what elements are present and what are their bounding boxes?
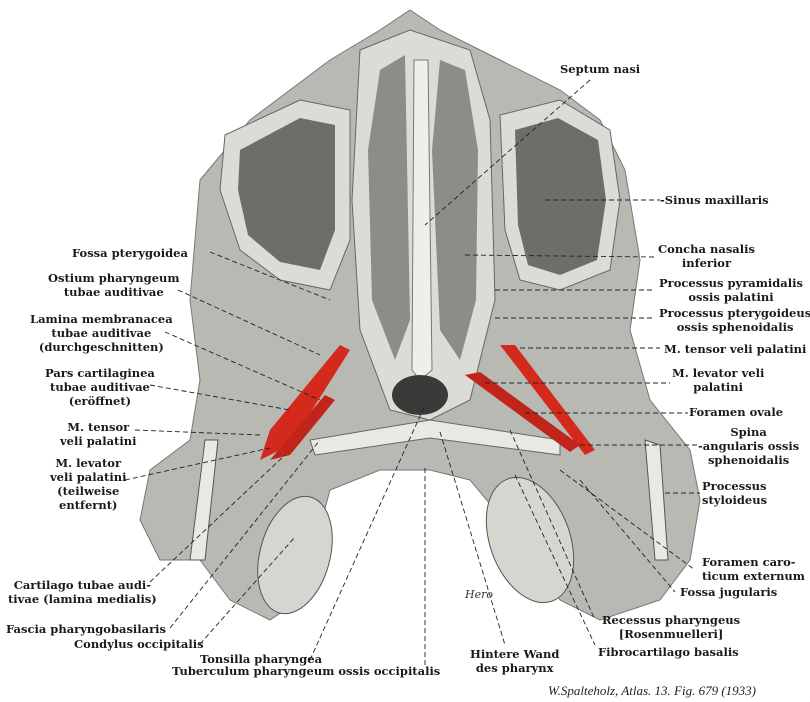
label-line: ossis palatini <box>688 290 774 304</box>
label-fascia-pharyngobasilaris: Fascia pharyngobasilaris <box>6 622 166 636</box>
label-line: M. levator <box>55 456 122 470</box>
label-line: inferior <box>681 256 732 270</box>
artist-signature: Hero <box>465 588 493 601</box>
label-cartilago-tubae: Cartilago tubae audi-tivae (lamina media… <box>8 578 157 606</box>
label-line: ossis sphenoidalis <box>676 320 794 334</box>
septum <box>411 59 433 381</box>
label-foramen-ovale: Foramen ovale <box>689 405 783 419</box>
label-line: Foramen ovale <box>689 405 784 419</box>
label-line: Fascia pharyngobasilaris <box>6 622 167 636</box>
label-line: Processus pyramidalis <box>659 276 803 290</box>
label-line: [Rosenmuelleri] <box>618 627 724 641</box>
label-line: (durchgeschnitten) <box>38 340 164 354</box>
figure-caption: W.Spalteholz, Atlas. 13. Fig. 679 (1933) <box>548 683 756 698</box>
label-line: M. levator veli <box>672 366 765 380</box>
label-line: Lamina membranacea <box>30 312 173 326</box>
label-line: Ostium pharyngeum <box>48 271 180 285</box>
label-line: Condylus occipitalis <box>74 637 204 651</box>
label-line: Processus pterygoideus <box>659 306 810 320</box>
label-foramen-caroticum: Foramen caro-ticum externum <box>702 555 805 583</box>
label-line: tivae (lamina medialis) <box>8 592 157 606</box>
label-line: -angularis ossis <box>698 439 800 453</box>
label-line: styloideus <box>702 493 768 507</box>
label-line: Hintere Wand <box>470 647 560 661</box>
label-line: Recessus pharyngeus <box>602 613 741 627</box>
label-fossa-jugularis: Fossa jugularis <box>680 585 777 599</box>
label-condylus-occipitalis: Condylus occipitalis <box>74 637 204 651</box>
foramen-magnum <box>340 545 520 640</box>
label-line: veli palatini <box>50 470 127 484</box>
label-line: tubae auditivae <box>50 380 150 394</box>
leader-lines <box>124 79 700 665</box>
label-line: Cartilago tubae audi- <box>13 578 152 592</box>
label-line: entfernt) <box>59 498 118 512</box>
label-tonsilla-pharyngea: Tonsilla pharyngea <box>200 652 322 666</box>
label-line: Tuberculum pharyngeum ossis occipitalis <box>172 664 441 678</box>
label-line: M. tensor <box>67 420 130 434</box>
label-line: palatini <box>693 380 744 394</box>
label-line: -Sinus maxillaris <box>660 193 769 207</box>
label-line: tubae auditivae <box>63 285 164 299</box>
label-line: tubae auditivae <box>51 326 152 340</box>
muscle-right-2 <box>465 372 580 452</box>
muscle-left-2 <box>270 395 335 460</box>
label-line: veli palatini <box>60 434 137 448</box>
label-tuberculum-pharyngeum: Tuberculum pharyngeum ossis occipitalis <box>172 664 440 678</box>
label-line: Foramen caro- <box>702 555 796 569</box>
sinus-left-cavity <box>238 118 335 270</box>
label-line: (teilweise <box>57 484 120 498</box>
label-line: Septum nasi <box>560 62 641 76</box>
label-sinus-maxillaris: -Sinus maxillaris <box>660 193 769 207</box>
label-fibrocartilago-basalis: Fibrocartilago basalis <box>598 645 739 659</box>
label-line: Fossa jugularis <box>680 585 778 599</box>
sinus-right-cavity <box>515 118 606 275</box>
label-line: (eröffnet) <box>68 394 132 408</box>
label-line: Processus <box>702 479 767 493</box>
palate <box>309 419 561 456</box>
label-line: ticum externum <box>702 569 805 583</box>
label-septum-nasi: Septum nasi <box>560 62 640 76</box>
label-line: Spina <box>730 425 767 439</box>
label-line: des pharynx <box>475 661 554 675</box>
label-m-tensor-right: M. tensor veli palatini <box>664 342 806 356</box>
muscle-left <box>260 345 350 460</box>
label-fossa-pterygoidea: Fossa pterygoidea <box>72 246 188 260</box>
label-line: Concha nasalis <box>658 242 755 256</box>
label-recessus-pharyngeus: Recessus pharyngeus[Rosenmuelleri] <box>602 613 740 641</box>
label-line: sphenoidalis <box>707 453 790 467</box>
label-line: Pars cartilaginea <box>45 366 155 380</box>
muscle-right <box>500 345 595 455</box>
label-line: Tonsilla pharyngea <box>200 652 323 666</box>
label-line: Fibrocartilago basalis <box>598 645 739 659</box>
label-line: M. tensor veli palatini <box>664 342 807 356</box>
label-line: Fossa pterygoidea <box>72 246 188 260</box>
